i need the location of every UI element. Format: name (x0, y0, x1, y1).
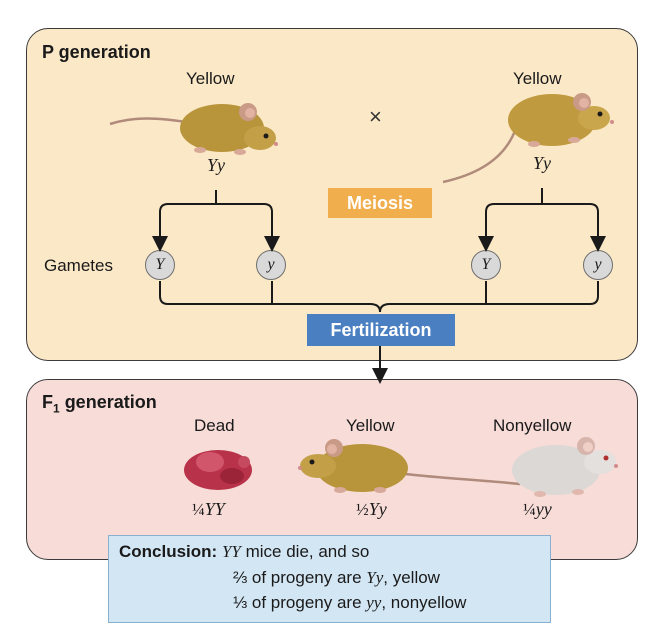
fertilization-label: Fertilization (307, 314, 455, 346)
conclusion-line-2: ⅔ of progeny are Yy, yellow (233, 568, 440, 587)
right-meiosis-branch (485, 188, 599, 243)
left-meiosis-branch (159, 190, 273, 243)
yellow-offspring-mouse (298, 439, 521, 493)
p-generation-title: P generation (42, 42, 151, 62)
dead-ratio: ¼YY (192, 499, 225, 519)
fertilization-connectors (159, 281, 599, 313)
left-parent-genotype: Yy (207, 155, 225, 175)
left-parent-mouse (109, 103, 278, 155)
gametes-label: Gametes (44, 256, 113, 275)
gamete-right-dominant: Y (471, 250, 501, 280)
yellow-ratio: ½Yy (356, 499, 387, 519)
meiosis-label: Meiosis (328, 188, 432, 218)
dead-embryo (184, 450, 252, 490)
conclusion-line-3: ⅓ of progeny are yy, nonyellow (233, 593, 467, 612)
gamete-left-dominant: Y (145, 250, 175, 280)
left-parent-phenotype: Yellow (186, 69, 235, 88)
yellow-offspring-phenotype: Yellow (346, 416, 395, 435)
nonyellow-offspring-phenotype: Nonyellow (493, 416, 572, 435)
right-parent-genotype: Yy (533, 153, 551, 173)
cross-symbol: × (369, 104, 382, 129)
right-parent-mouse (442, 93, 614, 184)
nonyellow-offspring-mouse (512, 437, 618, 497)
conclusion-line-1: Conclusion: YY mice die, and so (119, 542, 370, 561)
f1-generation-title: F1 generation (42, 392, 157, 416)
gamete-left-recessive: y (256, 250, 286, 280)
conclusion-box: Conclusion: YY mice die, and so ⅔ of pro… (108, 535, 551, 623)
nonyellow-ratio: ¼yy (523, 499, 552, 519)
right-parent-phenotype: Yellow (513, 69, 562, 88)
dead-phenotype: Dead (194, 416, 235, 435)
